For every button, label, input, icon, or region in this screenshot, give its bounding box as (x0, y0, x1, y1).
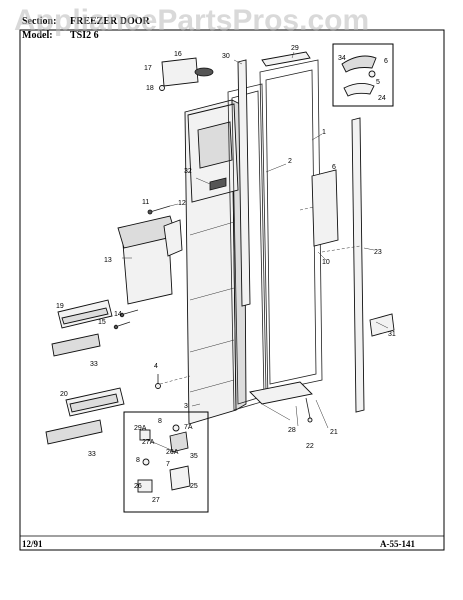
bin-part-13 (117, 215, 183, 305)
callout-8-lower: 8 (136, 457, 140, 464)
callout-11: 11 (142, 199, 149, 206)
callout-20: 20 (60, 391, 68, 398)
callout-7: 7 (166, 461, 170, 468)
shelf-part-20 (65, 387, 125, 417)
callout-22: 22 (306, 443, 314, 450)
trim-part-33-lower (45, 419, 103, 445)
model-value: TSI2 6 (70, 30, 99, 41)
callout-15: 15 (98, 319, 106, 326)
callout-8-upper: 8 (158, 418, 162, 425)
shelf-part-19 (57, 299, 113, 329)
callout-34: 34 (338, 55, 346, 62)
callout-10: 10 (322, 259, 330, 266)
screw-part-4 (155, 374, 191, 389)
callout-12: 12 (178, 200, 186, 207)
callout-33-upper: 33 (90, 361, 98, 368)
footer-page-code: A-55-141 (380, 539, 415, 549)
callout-21: 21 (330, 429, 338, 436)
callout-4: 4 (154, 363, 158, 370)
side-trim-part-23 (321, 117, 365, 413)
section-value: FREEZER DOOR (70, 16, 151, 27)
callout-17: 17 (144, 65, 152, 72)
callout-2: 2 (288, 158, 292, 165)
callout-16: 16 (174, 51, 182, 58)
callout-28: 28 (288, 427, 296, 434)
footer-date: 12/91 (22, 539, 43, 549)
callout-19: 19 (56, 303, 64, 310)
callout-27: 27 (152, 497, 160, 504)
callout-23: 23 (374, 249, 382, 256)
door-strip-part-30 (237, 59, 251, 307)
diagram-frame (19, 29, 445, 551)
callout-6-hinge: 6 (384, 58, 388, 65)
callout-24: 24 (378, 95, 386, 102)
hinge-kit-inset (332, 43, 394, 107)
callout-1: 1 (322, 129, 326, 136)
callout-30: 30 (222, 53, 230, 60)
leader-lines (122, 51, 375, 429)
callout-33-lower: 33 (88, 451, 96, 458)
callout-31: 31 (388, 331, 396, 338)
callout-7a: 7A (184, 424, 193, 431)
callout-14: 14 (114, 311, 122, 318)
bolt-part-11 (147, 205, 171, 215)
bottom-cap-part-28 (249, 381, 313, 421)
callout-18: 18 (146, 85, 154, 92)
hinge-cover-part-31 (369, 313, 395, 337)
watermark-text: AppliancePartsPros.com (14, 4, 369, 37)
top-cap-part-29 (261, 51, 311, 67)
bracket-assembly-16-17 (159, 57, 214, 91)
callout-29: 29 (291, 45, 299, 52)
section-label: Section: (22, 16, 56, 27)
callout-6-panel: 6 (332, 164, 336, 171)
callout-32: 32 (184, 168, 192, 175)
screw-part-22 (305, 397, 313, 423)
callout-29a: 29A (134, 425, 147, 432)
callout-26a: 26A (166, 449, 179, 456)
dispenser-housing (187, 103, 239, 203)
callout-35: 35 (190, 453, 198, 460)
screws-14-15 (113, 309, 139, 330)
callout-27a: 27A (142, 439, 155, 446)
callout-3: 3 (184, 403, 188, 410)
trim-part-33-upper (51, 333, 101, 357)
model-label: Model: (22, 30, 53, 41)
callout-5: 5 (376, 79, 380, 86)
panel-part-10 (299, 169, 339, 247)
callout-25: 25 (190, 483, 198, 490)
callout-26: 26 (134, 483, 142, 490)
callout-13: 13 (104, 257, 112, 264)
outer-door-frame-part-1 (259, 59, 323, 393)
dispenser-parts-inset (123, 411, 209, 513)
